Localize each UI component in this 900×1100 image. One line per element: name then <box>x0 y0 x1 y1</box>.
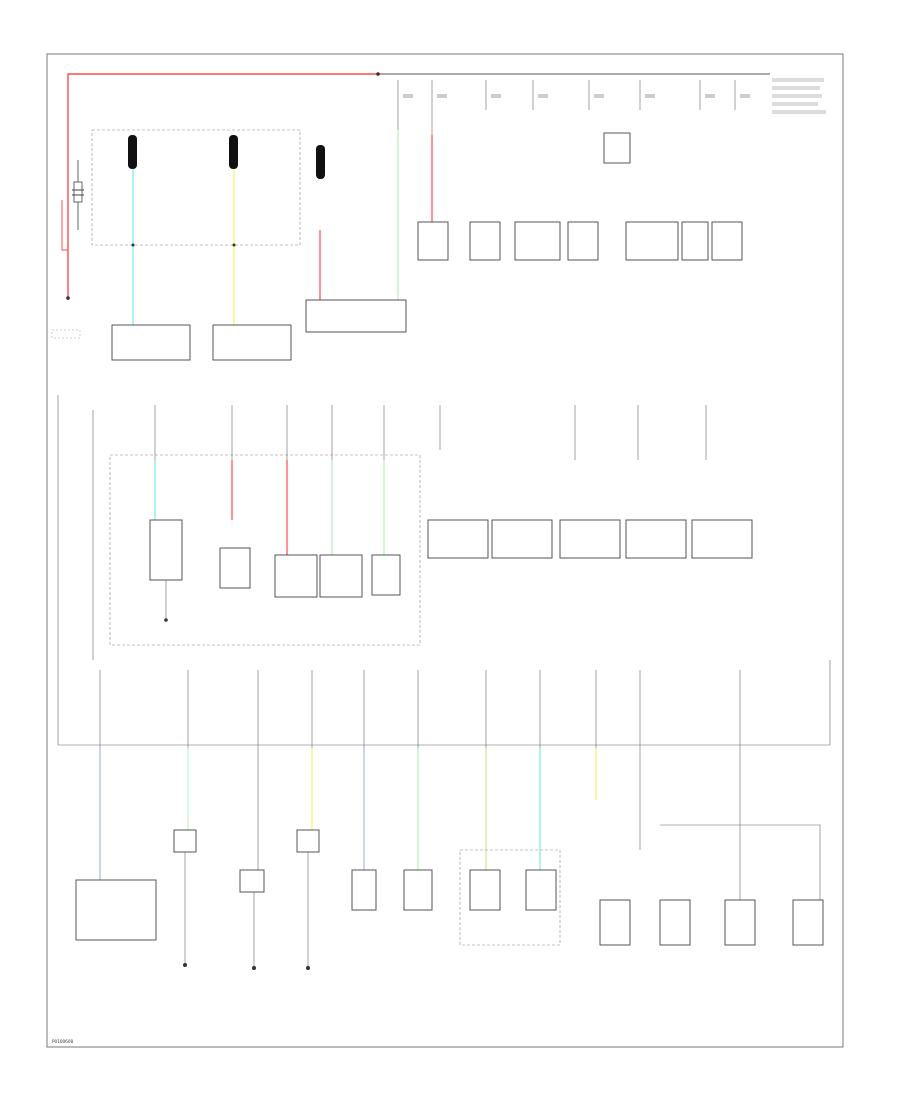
top-fuse-row <box>397 80 750 300</box>
middle-components <box>219 519 753 598</box>
bottom-components <box>75 824 824 946</box>
maxi-fuse-3-icon <box>316 145 325 305</box>
battery-icon <box>51 160 84 339</box>
switch-relay-icon <box>149 519 183 622</box>
top-component-row <box>305 132 743 333</box>
top-right-note-block <box>772 78 826 114</box>
figure-id: P0100608 <box>52 1039 74 1044</box>
middle-box-outline <box>109 454 421 646</box>
middle-fuse-row <box>154 405 707 555</box>
diagram-frame <box>46 53 844 1048</box>
battery-feed-wire <box>61 72 770 300</box>
middle-section-bus <box>57 395 831 746</box>
power-distribution-box-outline <box>91 129 301 246</box>
bottom-fuse-row <box>99 670 741 900</box>
ground-icon <box>183 852 310 970</box>
top-left-sensors <box>111 324 292 361</box>
maxi-fuse-2-icon <box>229 135 238 330</box>
maxi-fuse-1-icon <box>128 135 137 330</box>
